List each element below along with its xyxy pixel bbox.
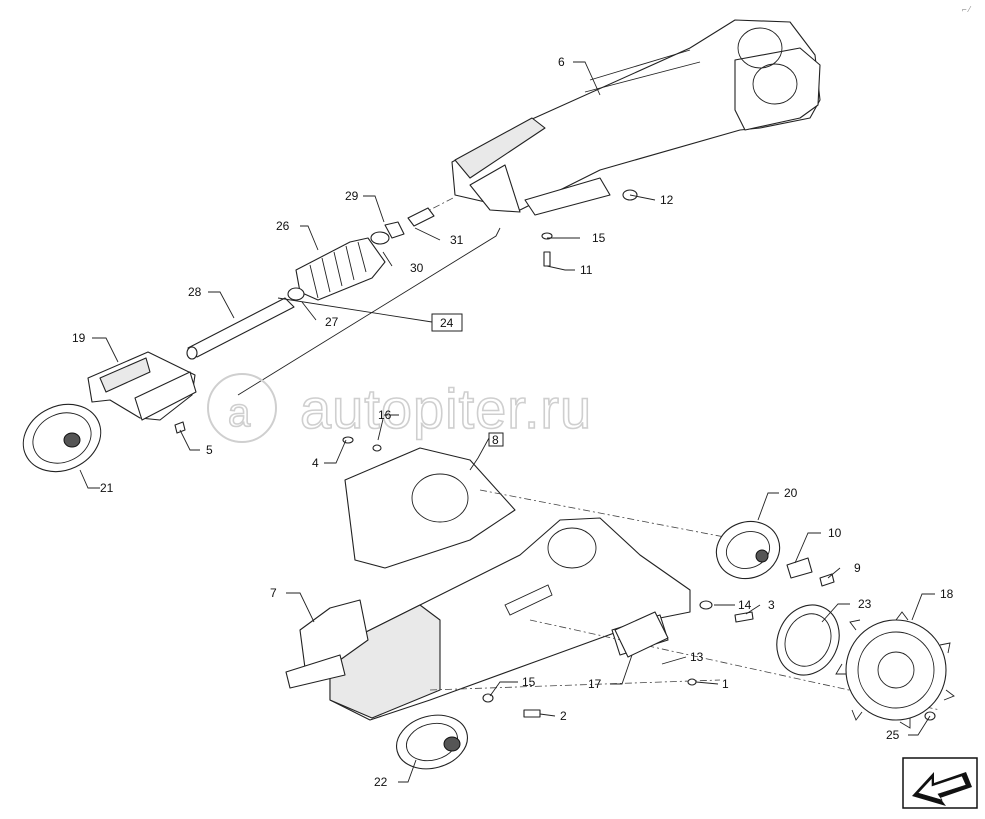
leader-lines — [79, 61, 935, 783]
callout-17: 17 — [588, 677, 602, 691]
callout-15-upper: 15 — [592, 231, 606, 245]
watermark-text: autopiter.ru — [300, 377, 592, 440]
callout-13: 13 — [690, 650, 704, 664]
previous-page-button[interactable] — [902, 757, 978, 809]
callout-8: 8 — [492, 433, 499, 447]
callout-21: 21 — [100, 481, 114, 495]
callout-8-box — [488, 432, 504, 447]
callout-31: 31 — [450, 233, 464, 247]
bottom-track-roller — [396, 714, 468, 770]
callout-5: 5 — [206, 443, 213, 457]
callout-14: 14 — [738, 598, 752, 612]
callout-15-lower: 15 — [522, 675, 536, 689]
callout-9: 9 — [854, 561, 861, 575]
callout-7: 7 — [270, 586, 277, 600]
callout-19: 19 — [72, 331, 86, 345]
callout-20: 20 — [784, 486, 798, 500]
callout-18: 18 — [940, 587, 954, 601]
upper-track-frame — [419, 19, 821, 216]
recoil-spring-assembly — [186, 207, 435, 360]
watermark: a autopiter.ru — [207, 373, 592, 443]
callout-6: 6 — [558, 55, 565, 69]
upper-carrier-roller — [715, 520, 781, 580]
callout-29: 29 — [345, 189, 359, 203]
callout-30: 30 — [410, 261, 424, 275]
callout-3: 3 — [768, 598, 775, 612]
callout-12: 12 — [660, 193, 674, 207]
watermark-glyph: a — [228, 391, 251, 435]
callout-labels: 6 12 29 15 31 26 30 11 28 27 24 19 5 21 … — [72, 55, 954, 789]
idler-yoke — [87, 351, 197, 421]
callout-22: 22 — [374, 775, 388, 789]
callout-28: 28 — [188, 285, 202, 299]
callout-2: 2 — [560, 709, 567, 723]
lower-track-frame — [285, 447, 941, 721]
callout-1: 1 — [722, 677, 729, 691]
front-idler-wheel — [22, 403, 102, 473]
sprocket-hub-ring — [776, 604, 840, 676]
callout-10: 10 — [828, 526, 842, 540]
callout-16: 16 — [378, 408, 392, 422]
callout-24: 24 — [440, 316, 454, 330]
corner-mark: ⌐ ⁄ — [962, 5, 972, 14]
callout-11: 11 — [580, 263, 593, 277]
callout-4: 4 — [312, 456, 319, 470]
arrow-left-icon — [912, 772, 972, 806]
callout-26: 26 — [276, 219, 290, 233]
callout-24-box — [431, 313, 463, 332]
callout-27: 27 — [325, 315, 339, 329]
guard-plate — [614, 557, 835, 658]
callout-23: 23 — [858, 597, 872, 611]
drive-sprocket — [835, 611, 955, 729]
callout-25: 25 — [886, 728, 900, 742]
